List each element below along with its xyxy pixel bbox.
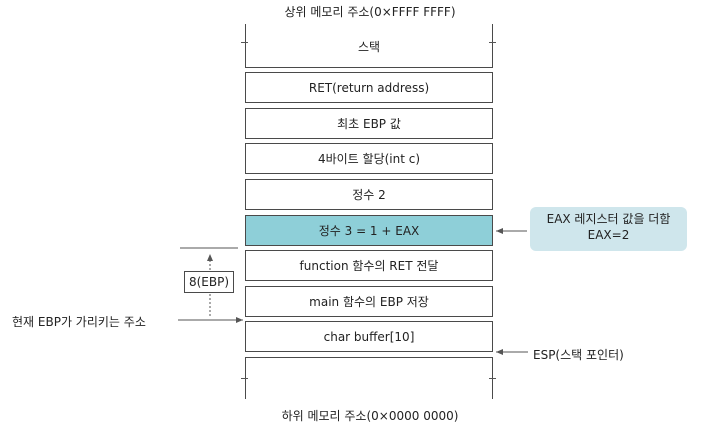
stack-cell-initial-ebp: 최초 EBP 값 bbox=[245, 108, 493, 139]
current-ebp-label: 현재 EBP가 가리키는 주소 bbox=[12, 315, 146, 329]
eax-callout: EAX 레지스터 값을 더함 EAX=2 bbox=[530, 207, 687, 251]
break-mark-left-top bbox=[241, 42, 248, 43]
stack-top-left-edge bbox=[245, 24, 246, 68]
break-mark-left-bottom bbox=[241, 378, 248, 379]
stack-top-right-edge bbox=[492, 24, 493, 68]
break-mark-right-bottom bbox=[489, 378, 496, 379]
break-mark-right-top bbox=[489, 42, 496, 43]
callout-line2: EAX=2 bbox=[587, 228, 630, 242]
stack-top-bottom-edge bbox=[245, 67, 493, 68]
stack-bottom-top-edge bbox=[245, 357, 493, 358]
stack-cell-int-2: 정수 2 bbox=[245, 179, 493, 210]
stack-cell-function-ret: function 함수의 RET 전달 bbox=[245, 250, 493, 281]
stack-cell-ret: RET(return address) bbox=[245, 72, 493, 103]
stack-cell-int-3-highlighted: 정수 3 = 1 + EAX bbox=[245, 215, 493, 246]
stack-cell-int-c: 4바이트 할당(int c) bbox=[245, 143, 493, 174]
esp-label: ESP(스택 포인터) bbox=[533, 348, 624, 362]
stack-region-label: 스택 bbox=[357, 40, 381, 54]
callout-line1: EAX 레지스터 값을 더함 bbox=[546, 212, 671, 226]
top-address-label: 상위 메모리 주소(0×FFFF FFFF) bbox=[284, 5, 456, 19]
ebp-offset-box: 8(EBP) bbox=[184, 271, 234, 293]
stack-cell-char-buffer: char buffer[10] bbox=[245, 321, 493, 352]
stack-cell-main-ebp: main 함수의 EBP 저장 bbox=[245, 286, 493, 317]
bottom-address-label: 하위 메모리 주소(0×0000 0000) bbox=[281, 409, 459, 423]
